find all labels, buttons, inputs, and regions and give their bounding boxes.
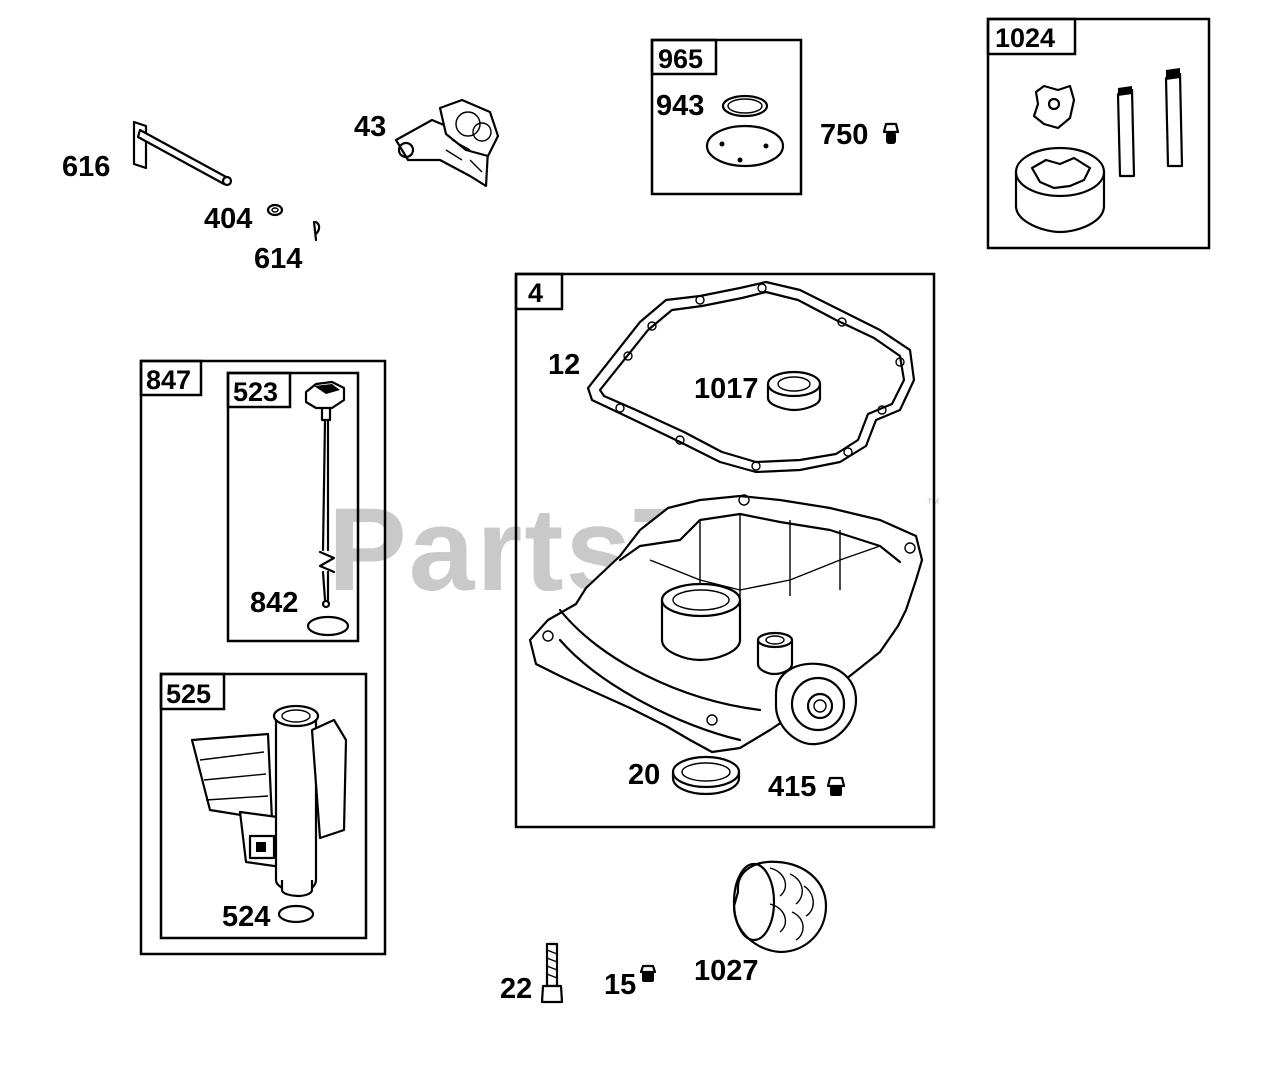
part-415-drain-plug[interactable] xyxy=(826,776,846,796)
kit-965-box[interactable] xyxy=(650,38,803,196)
kit-847-tag: 847 xyxy=(146,365,191,395)
callout-614: 614 xyxy=(254,243,302,275)
callout-1027: 1027 xyxy=(694,955,759,987)
part-1024-shaft-short[interactable] xyxy=(1116,86,1136,178)
part-525-dipstick-tube[interactable] xyxy=(190,704,348,898)
callout-1017: 1017 xyxy=(694,373,759,405)
callout-22: 22 xyxy=(500,973,532,1005)
callout-943: 943 xyxy=(656,90,704,122)
part-15-plug[interactable] xyxy=(639,964,657,982)
part-524-o-ring[interactable] xyxy=(277,904,315,924)
kit-847-box[interactable] xyxy=(139,359,387,956)
callout-43: 43 xyxy=(354,111,386,143)
callout-404: 404 xyxy=(204,203,252,235)
part-22-bolt[interactable] xyxy=(540,942,564,1004)
part-943-gasket[interactable] xyxy=(721,94,769,118)
kit-523-tag: 523 xyxy=(233,377,278,407)
kit-965-tag: 965 xyxy=(658,44,703,74)
callout-20: 20 xyxy=(628,759,660,791)
part-1017-oil-seal[interactable] xyxy=(766,370,822,412)
part-616-governor-shaft[interactable] xyxy=(132,120,233,187)
kit-525-tag: 525 xyxy=(166,679,211,709)
part-20-oil-seal[interactable] xyxy=(671,755,741,796)
callout-616: 616 xyxy=(62,151,110,183)
callout-750: 750 xyxy=(820,119,868,151)
part-750-screw[interactable] xyxy=(882,122,900,144)
part-1024-pump-housing[interactable] xyxy=(1014,146,1106,234)
part-404-washer[interactable] xyxy=(266,203,284,217)
part-1024-shaft-long[interactable] xyxy=(1164,68,1184,168)
part-614-hitch-pin[interactable] xyxy=(312,220,321,242)
callout-524: 524 xyxy=(222,901,270,933)
kit-4-box[interactable] xyxy=(514,272,936,829)
kit-525-box[interactable] xyxy=(159,672,368,940)
part-523-dipstick[interactable] xyxy=(304,380,346,609)
callout-15: 15 xyxy=(604,969,636,1001)
part-43-governor-assembly[interactable] xyxy=(394,98,500,188)
part-842-o-ring[interactable] xyxy=(306,615,350,637)
kit-523-box[interactable] xyxy=(226,371,360,643)
callout-12: 12 xyxy=(548,349,580,381)
part-1027-oil-filter[interactable] xyxy=(732,860,828,954)
kit-1024-tag: 1024 xyxy=(995,23,1055,53)
part-1024-rotor[interactable] xyxy=(1032,84,1076,130)
callout-842: 842 xyxy=(250,587,298,619)
callout-415: 415 xyxy=(768,771,816,803)
kit-4-tag: 4 xyxy=(528,278,543,308)
part-965-cover-plate[interactable] xyxy=(705,124,785,168)
part-12-sump-gasket[interactable] xyxy=(586,280,916,474)
kit-1024-box[interactable] xyxy=(986,17,1211,250)
part-4-sump-body[interactable] xyxy=(528,494,924,754)
